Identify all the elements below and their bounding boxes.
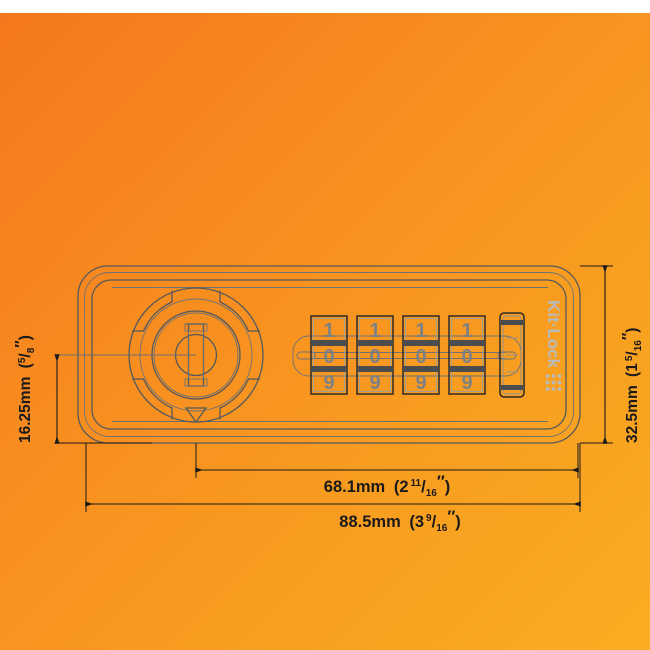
slider-band-bottom: [500, 385, 524, 390]
dial-wheel-2-digit-top: 1: [369, 320, 380, 342]
dial-wheel-4-digit-top: 1: [461, 320, 472, 342]
dial-wheel-1-digit-bottom: 9: [323, 372, 334, 394]
dial-wheel-1-band-top: [311, 340, 347, 346]
key-slot-bottom-band: [184, 378, 208, 387]
dial-wheel-3-digit-top: 1: [415, 320, 426, 342]
dial-wheel-1-digit-middle: 0: [323, 346, 334, 368]
dial-wheel-1-housing: [310, 315, 348, 395]
dimension-height-left: 16.25mm (5/8″): [13, 335, 152, 444]
dial-wheel-3-band-bottom: [403, 366, 439, 372]
dial-wheel-2-band-bottom: [357, 366, 393, 372]
orange-gradient-background: [0, 13, 650, 650]
dial-wheel-2-digit-bottom: 9: [369, 372, 380, 394]
combination-dial-assembly[interactable]: 1 0 9 1 0 9 1 0 9: [292, 315, 522, 395]
dial-wheel-4-band-top: [449, 340, 485, 346]
top-white-strip: [0, 0, 650, 13]
dial-wheel-1-digit-top: 1: [323, 320, 334, 342]
dial-wheel-2-band-top: [357, 340, 393, 346]
dial-wheel-3-inner-frame: [405, 318, 437, 392]
dial-chassis-left-stub: [296, 351, 316, 360]
key-slot-top-band: [184, 323, 208, 332]
dimension-height-right: 32.5mm (15/16″): [580, 265, 644, 444]
dial-wheel-2-inner-frame: [359, 318, 391, 392]
slider-inner-frame: [502, 315, 522, 395]
dial-wheel-1-band-bottom: [311, 366, 347, 372]
brand-logo: Kit·Lock: [544, 300, 563, 391]
dial-wheel-4-inner-frame: [451, 318, 483, 392]
dial-wheel-1[interactable]: 1 0 9: [310, 315, 348, 395]
dial-wheel-4-band-bottom: [449, 366, 485, 372]
dial-wheel-2-housing: [356, 315, 394, 395]
dial-wheel-3-digit-middle: 0: [415, 346, 426, 368]
dial-wheel-1-inner-frame: [313, 318, 345, 392]
dial-wheel-3-digit-bottom: 9: [415, 372, 426, 394]
orientation-triangle-icon: [184, 407, 208, 424]
dial-wheel-2[interactable]: 1 0 9: [356, 315, 394, 395]
dim-left-label: 16.25mm (5/8″): [13, 335, 37, 443]
dial-wheel-3-band-top: [403, 340, 439, 346]
lock-face-panel: [91, 279, 567, 430]
release-slider-button[interactable]: [499, 312, 525, 398]
dial-wheel-2-digit-middle: 0: [369, 346, 380, 368]
lock-outer-bezel: [77, 265, 581, 444]
dial-chassis-right-stub: [497, 351, 517, 360]
dial-wheel-4-digit-middle: 0: [461, 346, 472, 368]
rosette-notch-outline: [132, 290, 260, 420]
dial-wheel-4[interactable]: 1 0 9: [448, 315, 486, 395]
dial-wheel-3-housing: [402, 315, 440, 395]
dial-wheel-3[interactable]: 1 0 9: [402, 315, 440, 395]
lock-bezel-inner-edge: [84, 272, 574, 437]
dial-wheel-4-housing: [448, 315, 486, 395]
dim-right-label: 32.5mm (15/16″): [620, 328, 644, 443]
logo-dots-icon: [545, 374, 562, 391]
brand-logo-text: Kit·Lock: [544, 300, 563, 369]
slider-housing: [499, 312, 525, 398]
dial-wheel-4-digit-bottom: 9: [461, 372, 472, 394]
slider-band-top: [500, 320, 524, 325]
